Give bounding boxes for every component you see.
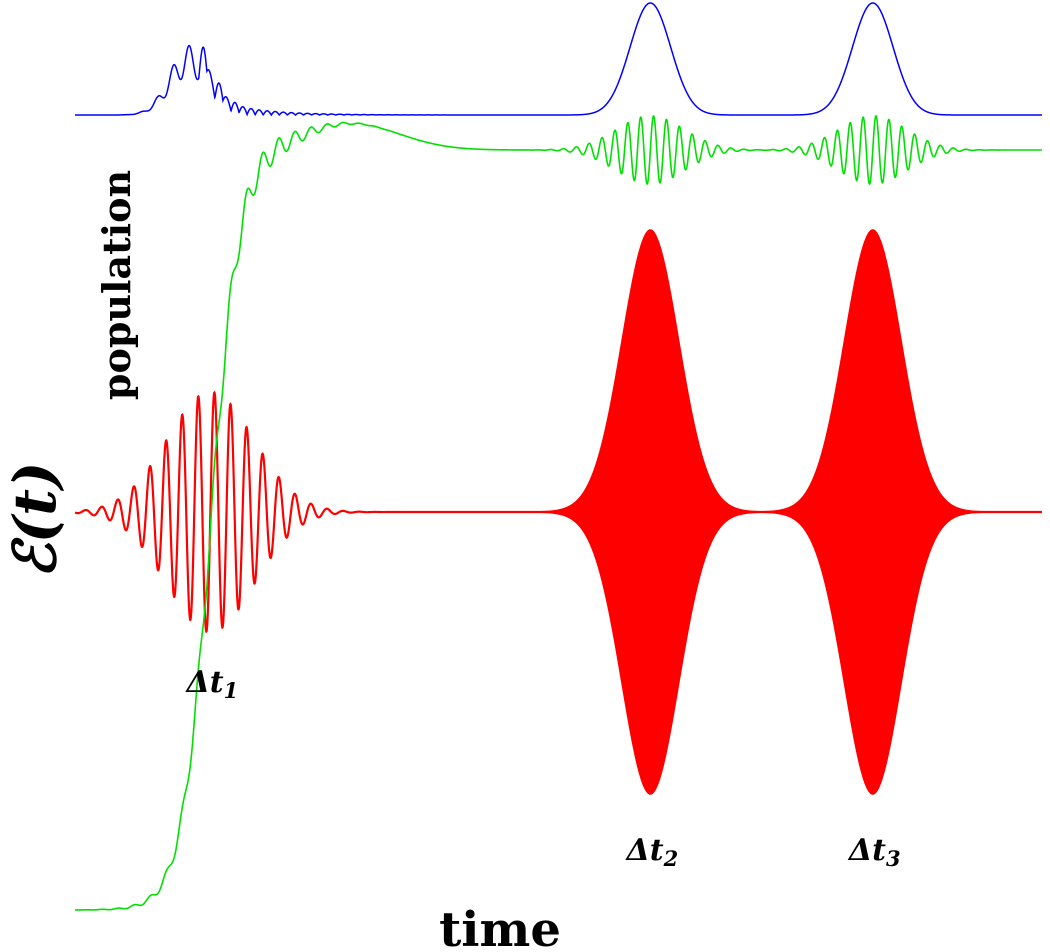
time-axis-label: time bbox=[439, 902, 561, 952]
pulse-label-2: Δt2 bbox=[625, 833, 679, 871]
pulse-label-3: Δt3 bbox=[847, 833, 901, 871]
field-axis-label: ℰ(t) bbox=[1, 462, 69, 579]
plot-area bbox=[74, 2, 1042, 911]
pulse-label-subscript: 1 bbox=[224, 678, 239, 703]
excitation-series bbox=[75, 2, 1042, 117]
field-pulse-2 bbox=[505, 229, 796, 795]
pulse-label-base: Δt bbox=[847, 833, 886, 868]
field-pulse-3 bbox=[727, 229, 1018, 795]
pulse-label-subscript: 3 bbox=[886, 846, 901, 871]
excitation-line bbox=[75, 2, 1042, 117]
pulse-label-base: Δt bbox=[185, 665, 224, 700]
population-series bbox=[75, 115, 1042, 911]
pulse-label-base: Δt bbox=[625, 833, 664, 868]
field-series bbox=[74, 229, 1042, 795]
population-axis-label: population bbox=[94, 170, 139, 400]
pulse-label-subscript: 2 bbox=[663, 846, 679, 871]
pulse-label-1: Δt1 bbox=[185, 665, 239, 703]
population-line bbox=[75, 115, 1042, 911]
